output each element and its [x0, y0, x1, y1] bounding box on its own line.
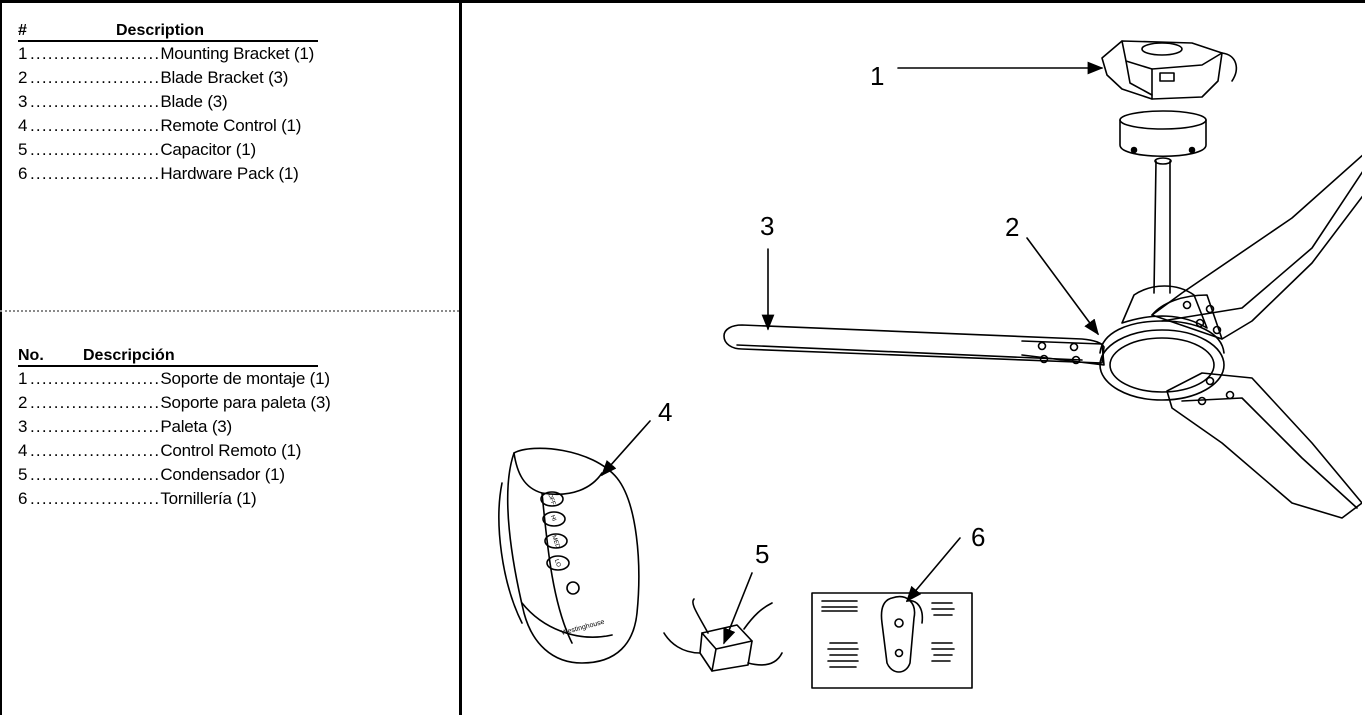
blade-left-icon	[723, 324, 1105, 366]
leader-dots: ......................	[30, 44, 161, 63]
item-label: Mounting Bracket (1)	[160, 44, 315, 63]
item-number: 6	[18, 489, 28, 508]
item-label: Soporte para paleta (3)	[160, 393, 331, 412]
downrod-icon	[1153, 157, 1172, 294]
list-item: 1......................Mounting Bracket …	[18, 42, 438, 66]
callout-number-6: 6	[971, 522, 985, 552]
list-item: 6......................Hardware Pack (1)	[18, 162, 438, 186]
leader-dots: ......................	[30, 441, 161, 460]
table-header: # Description	[18, 18, 318, 42]
item-number: 1	[18, 44, 28, 63]
item-number: 2	[18, 393, 28, 412]
dotted-divider	[0, 310, 459, 312]
item-number: 3	[18, 92, 28, 111]
leader-dots: ......................	[30, 393, 161, 412]
callout-number-5: 5	[755, 539, 769, 569]
item-label: Blade (3)	[160, 92, 228, 111]
list-item: 2......................Soporte para pale…	[18, 391, 438, 415]
remote-button-med: MED	[550, 535, 560, 550]
list-item: 6......................Tornillería (1)	[18, 487, 438, 511]
remote-button-lo: LO	[553, 559, 561, 569]
item-label: Tornillería (1)	[160, 489, 257, 508]
leader-dots: ......................	[30, 140, 161, 159]
header-description: Description	[116, 22, 205, 39]
mounting-bracket-icon	[1101, 40, 1238, 100]
remote-button-off: OFF	[546, 493, 556, 507]
list-item: 3......................Blade (3)	[18, 90, 438, 114]
canopy-icon	[1119, 110, 1207, 157]
item-number: 5	[18, 140, 28, 159]
list-item: 1......................Soporte de montaj…	[18, 367, 438, 391]
list-item: 3......................Paleta (3)	[18, 415, 438, 439]
item-number: 6	[18, 164, 28, 183]
leader-dots: ......................	[30, 369, 161, 388]
leader-dots: ......................	[30, 68, 161, 87]
list-item: 5......................Capacitor (1)	[18, 138, 438, 162]
list-item: 5......................Condensador (1)	[18, 463, 438, 487]
item-label: Capacitor (1)	[160, 140, 256, 159]
callout-arrow-6	[905, 537, 961, 603]
item-number: 3	[18, 417, 28, 436]
list-item: 4......................Control Remoto (1…	[18, 439, 438, 463]
leader-dots: ......................	[30, 164, 161, 183]
leader-dots: ......................	[30, 92, 161, 111]
parts-list-spanish: No. Descripción 1......................S…	[18, 343, 438, 511]
header-number: #	[18, 22, 27, 39]
item-label: Blade Bracket (3)	[160, 68, 289, 87]
blade-lower-right-icon	[1166, 372, 1362, 519]
remote-button-hi: HI	[549, 515, 557, 523]
vertical-divider	[459, 0, 462, 715]
leader-dots: ......................	[30, 465, 161, 484]
callout-number-2: 2	[1005, 212, 1019, 242]
callout-number-1: 1	[870, 61, 884, 91]
list-item: 2......................Blade Bracket (3)	[18, 66, 438, 90]
item-number: 2	[18, 68, 28, 87]
callout-arrow-2	[1026, 237, 1099, 336]
fan-parts-illustration: OFF HI MED LO Westinghouse 1 2 3 4 5 6	[498, 40, 1362, 689]
item-label: Paleta (3)	[160, 417, 233, 436]
leader-dots: ......................	[30, 489, 161, 508]
hardware-pack-icon	[811, 592, 973, 689]
item-label: Remote Control (1)	[160, 116, 302, 135]
item-number: 4	[18, 116, 28, 135]
callout-number-4: 4	[658, 397, 672, 427]
capacitor-icon	[663, 598, 783, 672]
item-number: 1	[18, 369, 28, 388]
leader-dots: ......................	[30, 417, 161, 436]
item-label: Condensador (1)	[160, 465, 285, 484]
table-header: No. Descripción	[18, 343, 318, 367]
item-number: 4	[18, 441, 28, 460]
blade-upper-right-icon	[1151, 154, 1362, 340]
callout-arrow-5	[723, 572, 753, 645]
item-label: Control Remoto (1)	[160, 441, 302, 460]
header-number: No.	[18, 347, 44, 364]
leader-dots: ......................	[30, 116, 161, 135]
item-number: 5	[18, 465, 28, 484]
item-label: Hardware Pack (1)	[160, 164, 299, 183]
motor-housing-icon	[1099, 285, 1225, 401]
parts-list-english: # Description 1......................Mou…	[18, 18, 438, 186]
callout-number-3: 3	[760, 211, 774, 241]
list-item: 4......................Remote Control (1…	[18, 114, 438, 138]
callout-arrow-4	[600, 420, 651, 477]
header-description: Descripción	[83, 347, 175, 364]
item-label: Soporte de montaje (1)	[160, 369, 330, 388]
remote-brand-text: Westinghouse	[561, 619, 606, 637]
